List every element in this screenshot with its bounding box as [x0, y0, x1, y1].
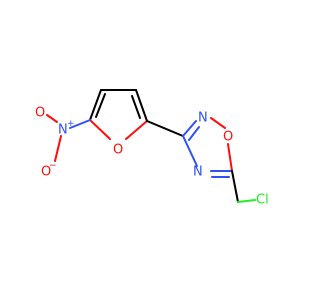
oxadiazole-n4-label: N	[193, 165, 203, 180]
bond-nitro-n-o-bottom	[54, 135, 62, 162]
bond-c3-n2	[182, 120, 197, 137]
molecule-structure: N + O O − O N O N Cl	[35, 89, 269, 208]
nitro-n-charge: +	[67, 119, 75, 129]
bond-c5-ch2	[231, 170, 239, 203]
nitro-o-bottom-label: O	[41, 165, 51, 180]
bond-furan-oxadiazole	[146, 120, 184, 137]
nitro-o-top-label: O	[35, 106, 45, 121]
chlorine-label: Cl	[256, 193, 269, 208]
bond-furan-o-c2	[89, 119, 111, 140]
oxadiazole-o1-label: O	[223, 130, 233, 145]
bond-furan-c2-c3-double	[95, 93, 106, 118]
bond-n2-o1	[210, 117, 226, 129]
bond-nitro-n-o-top	[46, 114, 58, 123]
nitro-o-charge: −	[49, 161, 57, 171]
oxadiazole-n2-label: N	[198, 111, 208, 126]
nitro-n-label: N	[58, 123, 68, 138]
bond-furan-c4-c5	[135, 89, 148, 122]
bond-ch2-cl	[237, 199, 256, 203]
bond-furan-c2-c3	[89, 89, 102, 121]
bond-furan-c5-o	[125, 120, 148, 140]
bond-o1-c5	[227, 143, 233, 172]
bond-furan-c4-c5-double	[131, 95, 141, 119]
furan-o-label: O	[113, 143, 123, 158]
bond-n4-c3	[182, 135, 198, 167]
bond-c3-n2-double	[188, 126, 200, 141]
bond-c2-nitro-n	[69, 119, 91, 129]
